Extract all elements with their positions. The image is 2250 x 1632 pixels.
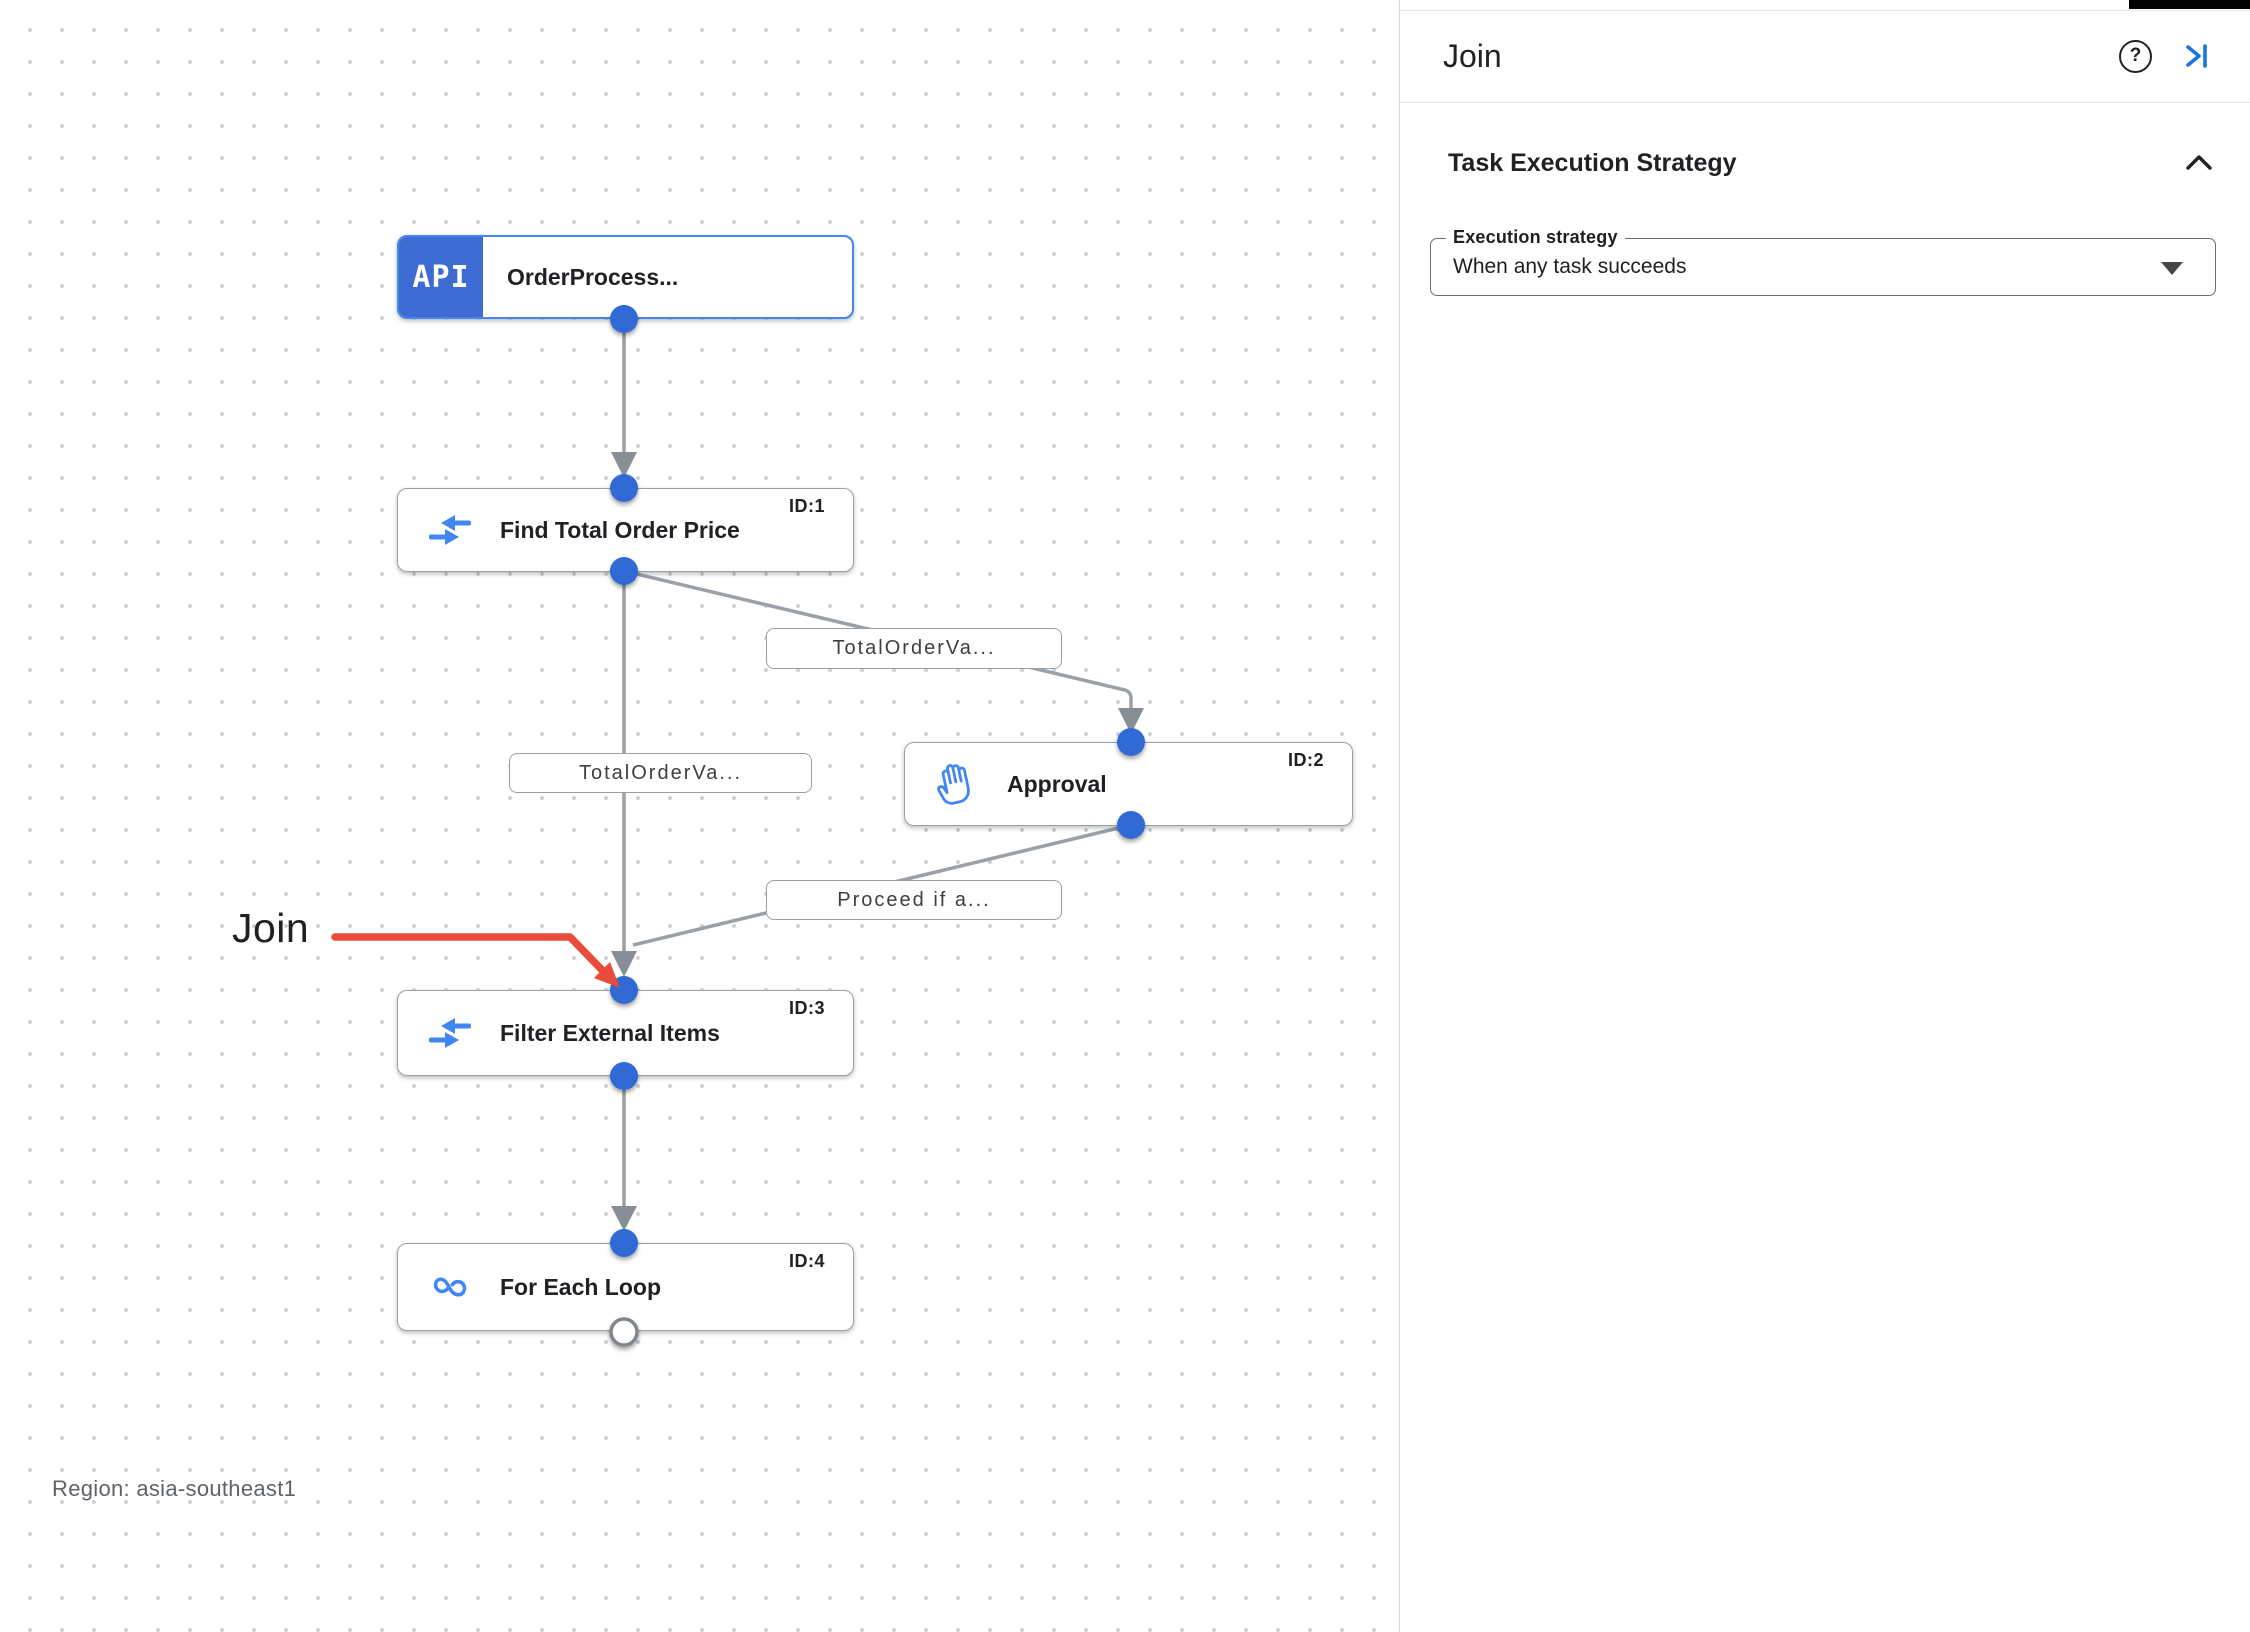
loop-icon	[428, 1274, 472, 1300]
execution-strategy-label: Execution strategy	[1446, 227, 1625, 248]
collapse-panel-icon[interactable]	[2182, 41, 2212, 71]
help-icon[interactable]: ?	[2119, 39, 2152, 73]
node-title: Find Total Order Price	[500, 516, 740, 543]
node-find-total-order-price[interactable]: ID:1 Find Total Order Price	[397, 488, 854, 572]
node-id-badge: ID:2	[1287, 750, 1324, 770]
dropdown-caret-icon	[2161, 262, 2183, 275]
approval-hand-icon	[935, 762, 979, 806]
chevron-up-icon[interactable]	[2184, 152, 2214, 174]
section-title: Task Execution Strategy	[1448, 148, 1737, 177]
edge-label[interactable]: TotalOrderVa...	[766, 628, 1062, 669]
execution-strategy-select[interactable]: Execution strategy When any task succeed…	[1430, 227, 2216, 296]
node-title: For Each Loop	[500, 1273, 661, 1300]
join-annotation-label: Join	[232, 905, 310, 951]
node-filter-external-items[interactable]: ID:3 Filter External Items	[397, 990, 854, 1076]
node-id-badge: ID:3	[788, 998, 825, 1018]
panel-header: Join ?	[1400, 10, 2250, 103]
node-id-badge: ID:1	[788, 496, 825, 516]
node-for-each-loop[interactable]: ID:4 For Each Loop	[397, 1243, 854, 1331]
config-panel: Join ? Task Execution Strategy Execution…	[1399, 0, 2250, 1632]
node-title: Approval	[1007, 770, 1107, 797]
execution-strategy-value: When any task succeeds	[1453, 255, 1687, 278]
edge-label[interactable]: TotalOrderVa...	[509, 753, 812, 793]
api-trigger-icon: API	[399, 237, 483, 317]
panel-title: Join	[1443, 37, 1502, 74]
region-label: Region: asia-southeast1	[52, 1476, 297, 1501]
workflow-canvas[interactable]: TotalOrderVa... TotalOrderVa... Proceed …	[0, 0, 1399, 1632]
node-approval[interactable]: ID:2 Approval	[904, 742, 1353, 826]
data-mapping-icon	[428, 510, 472, 550]
node-id-badge: ID:4	[788, 1251, 825, 1271]
node-title: Filter External Items	[500, 1019, 720, 1046]
node-title: OrderProcess...	[507, 263, 679, 290]
node-api-trigger[interactable]: API OrderProcess...	[397, 235, 854, 319]
section-task-execution-strategy: Task Execution Strategy	[1400, 138, 2250, 188]
join-annotation-arrow	[331, 933, 620, 988]
edge-label-text: Proceed if a...	[837, 888, 991, 911]
cropped-browser-bar	[2129, 0, 2250, 9]
edge-label-text: TotalOrderVa...	[832, 637, 996, 659]
edge-label[interactable]: Proceed if a...	[766, 880, 1062, 920]
edge-label-text: TotalOrderVa...	[578, 761, 743, 784]
data-mapping-icon	[428, 1013, 472, 1053]
panel-top-divider	[1400, 10, 2250, 11]
